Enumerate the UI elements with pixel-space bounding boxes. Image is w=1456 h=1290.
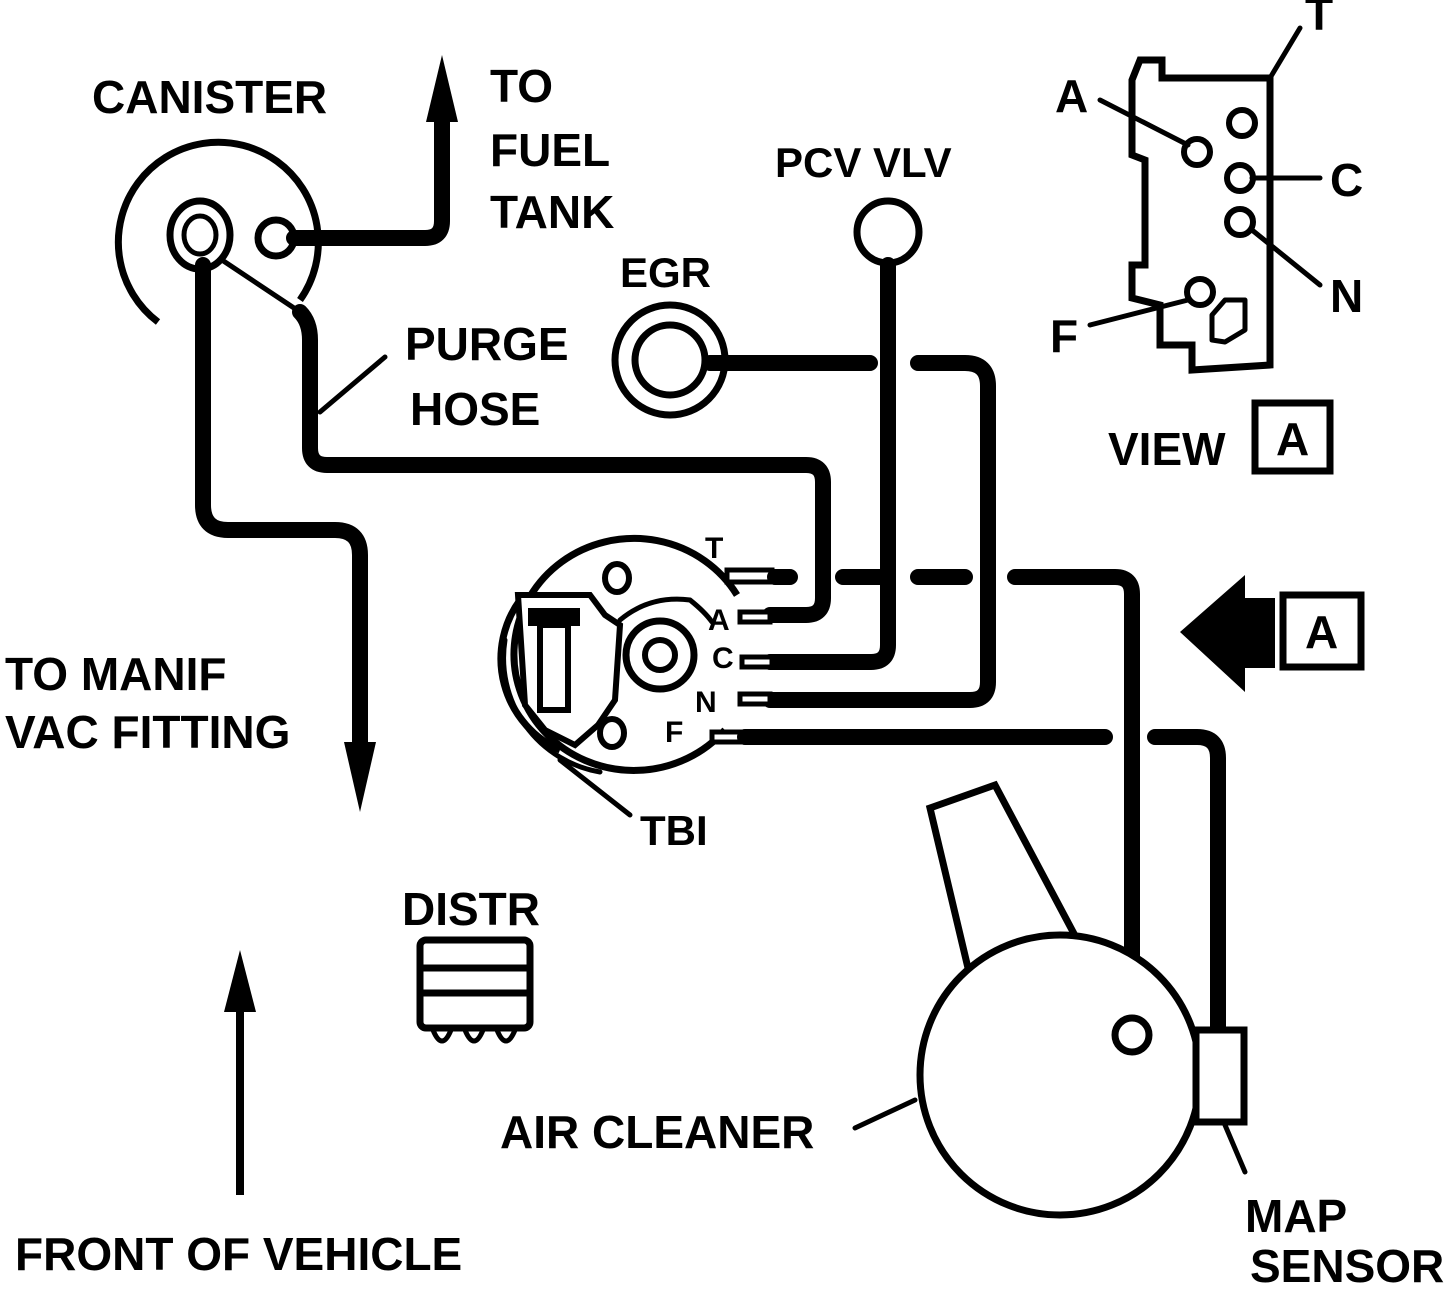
map-sensor-hose <box>737 729 1226 1040</box>
tbi-unit <box>497 534 775 775</box>
map-sensor-label-1: MAP <box>1245 1190 1347 1242</box>
to-manif-label-1: TO MANIF <box>5 648 226 700</box>
to-fuel-tank-label-1: TO <box>490 60 553 112</box>
pcv-valve-label: PCV VLV <box>775 139 952 186</box>
air-cleaner <box>916 780 1248 1219</box>
t-port-hose <box>767 569 1140 1008</box>
view-a-port-t-label: T <box>1305 0 1333 40</box>
distr-label: DISTR <box>402 883 540 935</box>
to-manif-label-2: VAC FITTING <box>5 706 290 758</box>
tbi-port-t-label: T <box>705 532 723 565</box>
front-of-vehicle-label: FRONT OF VEHICLE <box>15 1228 462 1280</box>
air-cleaner-label: AIR CLEANER <box>500 1106 814 1158</box>
tbi-port-a-label: A <box>708 604 730 637</box>
egr-hose <box>702 355 996 708</box>
arrow-a-box <box>1279 591 1365 671</box>
view-a-port-c-label: C <box>1330 154 1363 206</box>
map-sensor-label-2: SENSOR <box>1250 1240 1444 1290</box>
canister <box>114 138 322 325</box>
view-a-detail <box>1087 25 1334 475</box>
view-a-arrow-icon <box>1180 575 1275 692</box>
map-sensor <box>1192 1026 1248 1126</box>
to-fuel-tank-label-2: FUEL <box>490 124 610 176</box>
to-fuel-tank-label-3: TANK <box>490 186 614 238</box>
view-a-port-a-label: A <box>1055 70 1088 122</box>
tbi-port-c-label: C <box>712 642 734 675</box>
view-a-box-label: A <box>1276 413 1309 465</box>
arrow-a-box-label: A <box>1305 606 1338 658</box>
purge-hose-label-1: PURGE <box>405 318 569 370</box>
front-arrow-icon <box>224 950 256 1012</box>
manifold-vac-hose <box>195 257 368 768</box>
view-a-box <box>1251 399 1334 475</box>
manifold-vac-arrow-icon <box>344 742 376 812</box>
tbi-leader <box>557 757 633 818</box>
pcv-hose <box>762 257 896 670</box>
purge-hose-label-2: HOSE <box>410 383 540 435</box>
purge-hose <box>292 304 831 623</box>
egr-label: EGR <box>620 249 711 296</box>
view-a-port-f-label: F <box>1050 310 1078 362</box>
tbi-port-f-label: F <box>665 716 683 749</box>
distributor <box>416 936 534 1044</box>
tbi-label: TBI <box>640 807 708 854</box>
canister-label: CANISTER <box>92 71 327 123</box>
view-a-label: VIEW <box>1108 423 1226 475</box>
air-cleaner-leader <box>852 1097 918 1131</box>
fuel-tank-arrow-icon <box>426 55 458 122</box>
tbi-port-n-label: N <box>695 686 717 719</box>
map-sensor-leader <box>1222 1122 1248 1175</box>
pcv-valve <box>853 197 923 267</box>
fuel-tank-hose <box>286 102 450 246</box>
purge-hose-leader <box>317 354 388 415</box>
view-a-port-n-label: N <box>1330 270 1363 322</box>
